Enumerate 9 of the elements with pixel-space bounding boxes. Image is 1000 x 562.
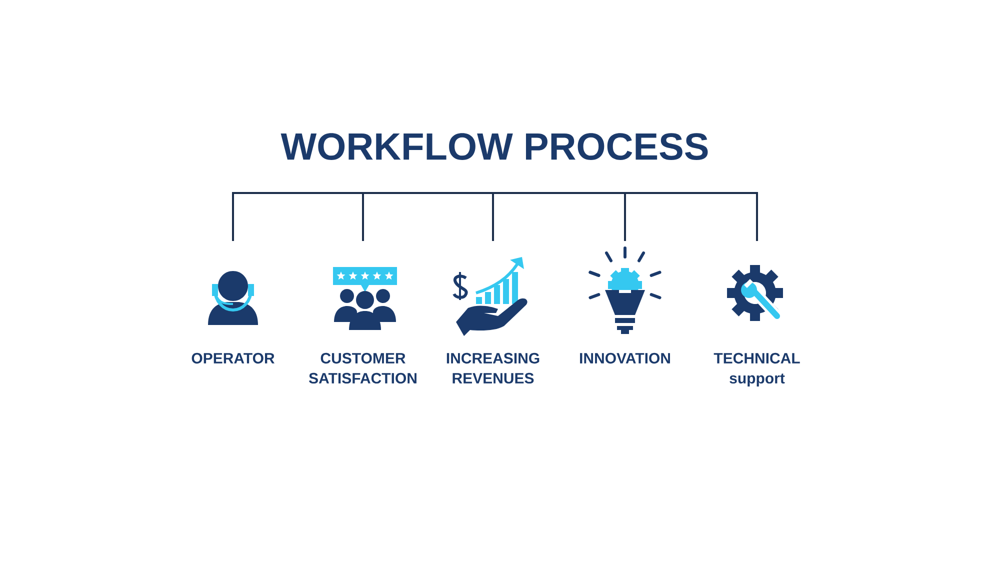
- title: WORKFLOW PROCESS: [280, 133, 708, 160]
- category-label: INCREASING REVENUES: [446, 352, 540, 384]
- category-label: CUSTOMER SATISFACTION: [309, 352, 416, 384]
- category-label: INNOVATION: [580, 352, 670, 364]
- category-label: TECHNICAL support: [714, 352, 800, 386]
- category-label: OPERATOR: [192, 352, 274, 364]
- connector-line: [492, 192, 495, 241]
- connector-line: [362, 192, 495, 241]
- connector-line: [495, 192, 758, 241]
